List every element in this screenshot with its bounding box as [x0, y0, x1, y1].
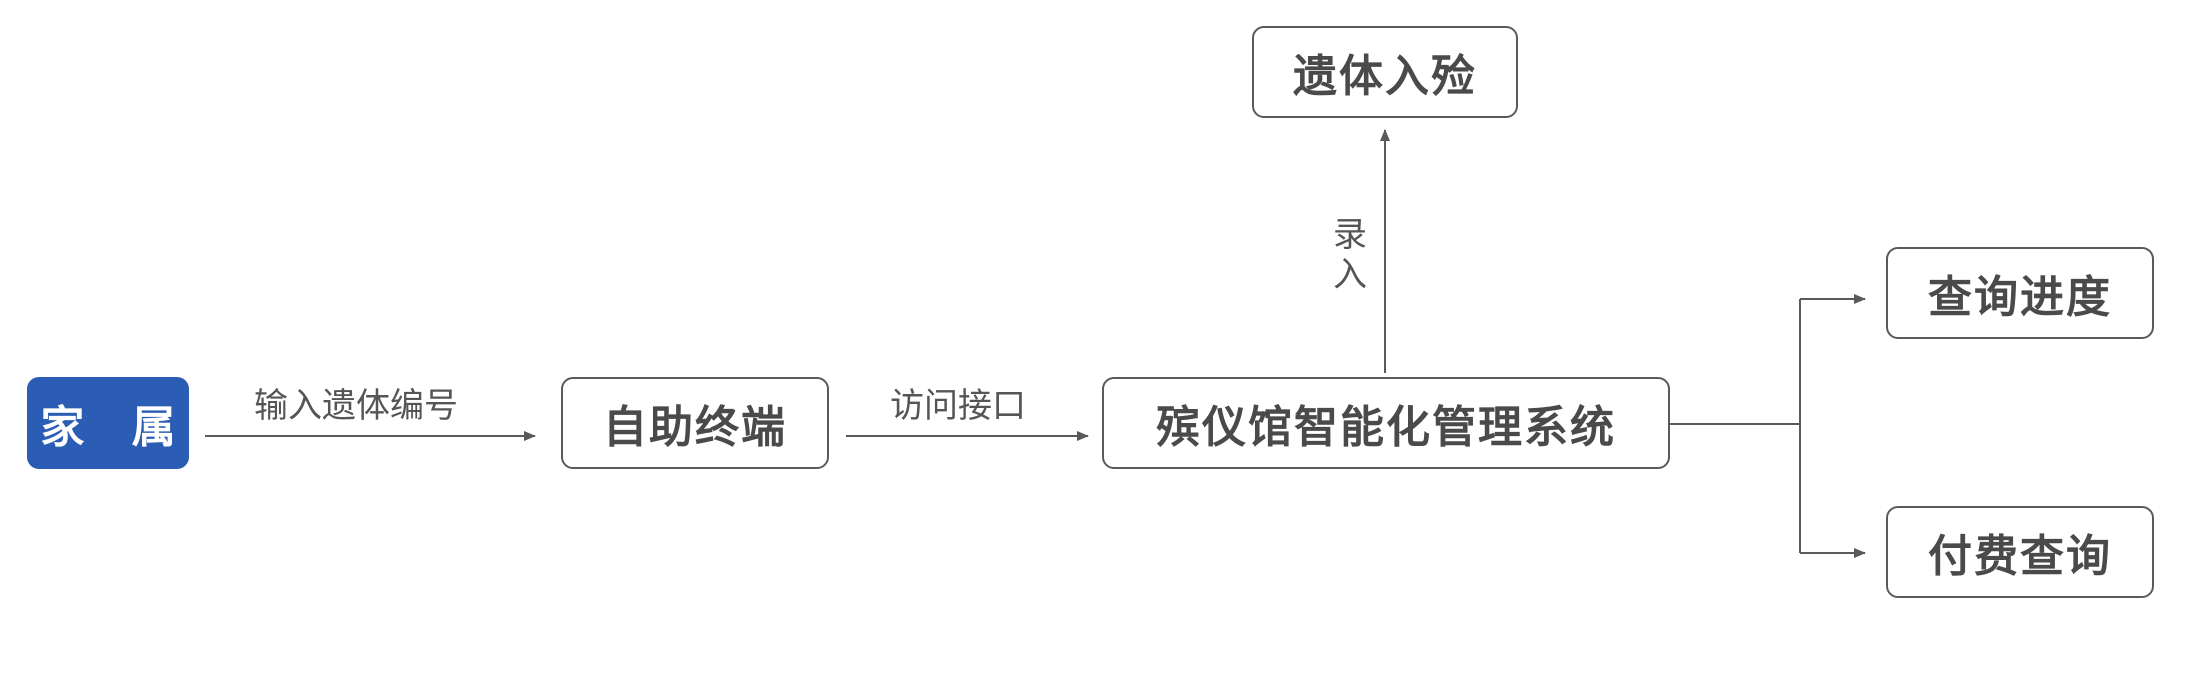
label-record-entry: 录入 [1333, 215, 1367, 295]
label-access-interface: 访问接口 [890, 386, 1026, 426]
node-management-system: 殡仪馆智能化管理系统 [1102, 377, 1670, 469]
node-encoffin: 遗体入殓 [1252, 26, 1518, 118]
node-query-progress: 查询进度 [1886, 247, 2154, 339]
node-payment-query: 付费查询 [1886, 506, 2154, 598]
label-input-body-number: 输入遗体编号 [254, 386, 458, 426]
node-self-service-terminal: 自助终端 [561, 377, 829, 469]
node-family: 家 属 [27, 377, 189, 469]
